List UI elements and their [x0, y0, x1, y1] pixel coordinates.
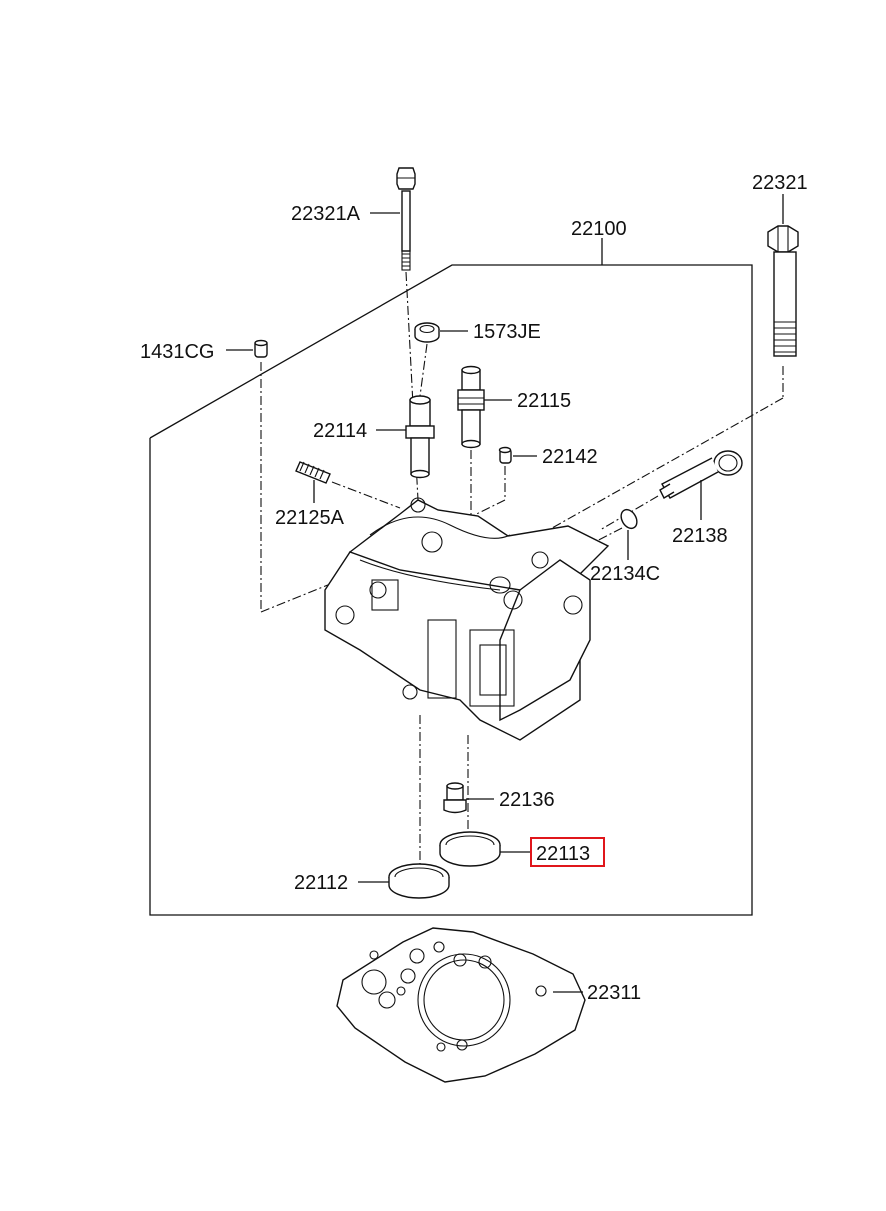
label-22113[interactable]: 22113	[536, 843, 590, 865]
label-22142[interactable]: 22142	[542, 446, 598, 468]
tube-22114[interactable]	[405, 395, 435, 479]
stud-22125a[interactable]	[295, 461, 331, 484]
gasket-22311[interactable]	[336, 927, 586, 1083]
plug-22138[interactable]	[659, 450, 743, 499]
label-1573je[interactable]: 1573JE	[473, 321, 541, 343]
bolt-22321[interactable]	[767, 225, 799, 357]
ring-22113[interactable]	[439, 831, 501, 867]
assembly-box	[149, 264, 753, 916]
dowel-1431cg[interactable]	[254, 339, 268, 358]
ring-22112[interactable]	[388, 863, 450, 899]
label-22321[interactable]: 22321	[752, 172, 808, 194]
label-22311[interactable]: 22311	[587, 982, 641, 1004]
sleeve-22115[interactable]	[457, 365, 485, 449]
label-22321a[interactable]: 22321A	[291, 203, 361, 225]
highlight-box-22113	[530, 837, 605, 867]
label-22112[interactable]: 22112	[294, 872, 348, 894]
cylinder-head-22100[interactable]	[324, 497, 610, 741]
plug-22136[interactable]	[443, 782, 467, 814]
label-22115[interactable]: 22115	[517, 390, 571, 412]
label-22125a[interactable]: 22125A	[275, 507, 345, 529]
label-22134c[interactable]: 22134C	[590, 563, 660, 585]
pin-22142[interactable]	[498, 446, 512, 464]
seal-1573je[interactable]	[414, 322, 440, 343]
label-1431cg[interactable]: 1431CG	[140, 341, 215, 363]
oring-22134c[interactable]	[618, 507, 640, 531]
label-22100[interactable]: 22100	[571, 218, 627, 240]
label-22136[interactable]: 22136	[499, 789, 555, 811]
bolt-22321a[interactable]	[396, 167, 416, 271]
label-22114[interactable]: 22114	[313, 420, 367, 442]
label-22138[interactable]: 22138	[672, 525, 728, 547]
